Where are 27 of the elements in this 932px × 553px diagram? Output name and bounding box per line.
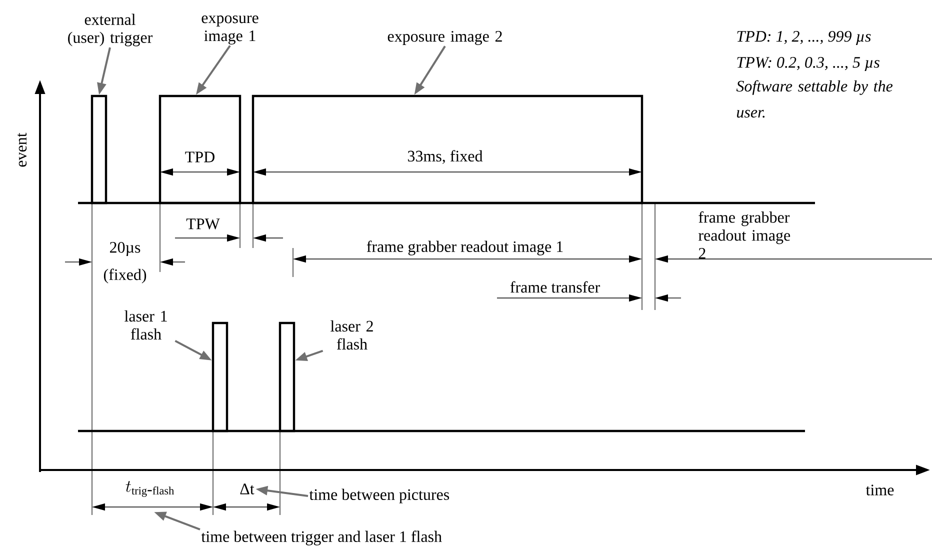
note-text: TPD: 1, 2, ..., 999 µs bbox=[737, 31, 871, 45]
callout-text: exposure image 2 bbox=[388, 30, 502, 46]
pulse bbox=[212, 322, 228, 432]
axis-label: time bbox=[866, 484, 894, 496]
pulse bbox=[158, 94, 242, 204]
dimension-label: TPW bbox=[186, 218, 220, 230]
dimension-label: frame grabber readout image 1 bbox=[366, 240, 563, 256]
callout-text: Δt bbox=[240, 484, 254, 494]
callout-text: $t_{\mathrm{trig\mbox{-}flash}}$ bbox=[126, 481, 174, 497]
pulse bbox=[252, 94, 644, 204]
callout-text: time between pictures bbox=[309, 488, 450, 504]
callout-text: time between trigger and laser 1 flash bbox=[201, 530, 442, 546]
dimension-label: frame transfer bbox=[510, 281, 600, 293]
callout-text: laser 2 flash bbox=[330, 320, 373, 350]
axis-label: event bbox=[17, 132, 27, 167]
note-text: TPW: 0.2, 0.3, ..., 5 µs bbox=[737, 56, 880, 72]
dimension-label: 20µs bbox=[110, 242, 140, 256]
callout-text: external (user) trigger bbox=[68, 14, 153, 46]
dimension-label: (fixed) bbox=[104, 268, 146, 284]
dimension-label: 33ms, fixed bbox=[408, 150, 483, 164]
dimension-label: frame grabber readout image 2 bbox=[698, 211, 790, 259]
callout-text: laser 1 flash bbox=[124, 310, 167, 340]
note-text: Software settable by the user. bbox=[736, 80, 893, 118]
pulse bbox=[278, 322, 296, 432]
dimension-label: TPD bbox=[185, 152, 214, 162]
pulse bbox=[90, 94, 108, 204]
callout-text: exposure image 1 bbox=[202, 16, 258, 44]
